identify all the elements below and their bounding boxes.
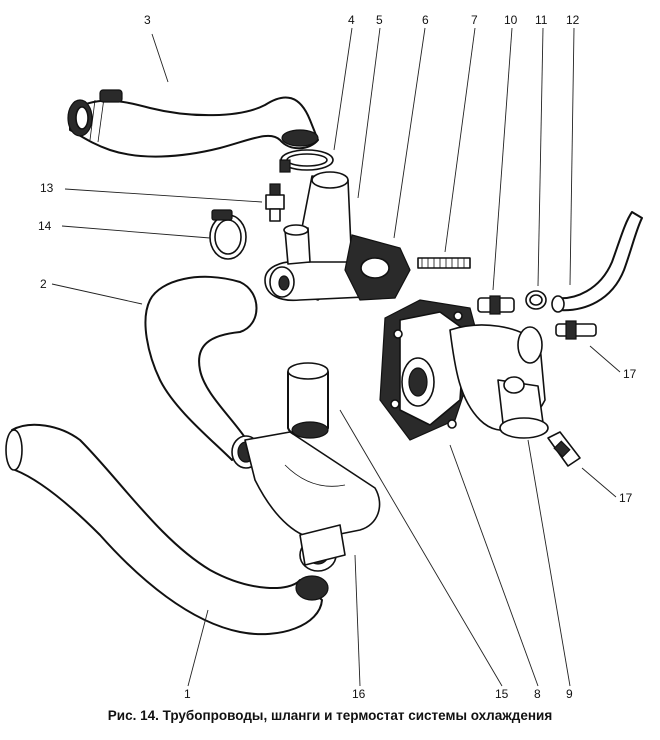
- pipe-16: [244, 431, 381, 572]
- figure-caption: Рис. 14. Трубопроводы, шланги и термоста…: [107, 708, 553, 723]
- callout-12: 12: [566, 13, 580, 27]
- leader-7: [444, 27, 476, 253]
- leader-1: [187, 609, 209, 687]
- leader-11: [537, 27, 544, 287]
- leader-17b: [581, 467, 617, 498]
- callout-1: 1: [184, 687, 191, 701]
- leader-8: [449, 444, 539, 687]
- callout-4: 4: [348, 13, 355, 27]
- leader-4: [333, 27, 353, 151]
- clamp-4: [279, 149, 334, 173]
- callout-15: 15: [495, 687, 509, 701]
- leader-6: [393, 27, 426, 239]
- callout-10: 10: [504, 13, 518, 27]
- hose-15: [287, 362, 329, 439]
- callout-17-lower: 17: [619, 491, 633, 505]
- callout-6: 6: [422, 13, 429, 27]
- leader-lines: [51, 27, 621, 687]
- leader-12: [569, 27, 575, 286]
- callout-11: 11: [535, 13, 548, 27]
- callout-8: 8: [534, 687, 541, 701]
- clamp-11: [525, 290, 547, 310]
- hose-3: [67, 89, 319, 158]
- callout-7: 7: [471, 13, 478, 27]
- callout-14: 14: [38, 219, 52, 233]
- sensor-13: [265, 183, 285, 222]
- callout-3: 3: [144, 13, 151, 27]
- thermostat-body-9: [449, 324, 549, 439]
- hose-2: [144, 275, 261, 469]
- leader-15: [339, 409, 503, 687]
- leader-17a: [589, 345, 621, 373]
- gasket-6: [344, 234, 411, 301]
- leader-13: [64, 188, 263, 203]
- callout-16: 16: [352, 687, 366, 701]
- callout-13: 13: [40, 181, 54, 195]
- leader-9: [527, 439, 571, 687]
- fitting-17-upper: [555, 320, 597, 340]
- leader-16: [354, 554, 361, 687]
- clamp-14: [209, 209, 247, 260]
- leader-5: [357, 27, 381, 199]
- leader-14: [61, 225, 211, 239]
- callout-5: 5: [376, 13, 383, 27]
- hose-12: [551, 211, 643, 313]
- leader-2: [51, 283, 143, 305]
- hose-1: [5, 423, 329, 636]
- callout-9: 9: [566, 687, 573, 701]
- fitting-10: [477, 295, 515, 315]
- callout-2: 2: [40, 277, 47, 291]
- fitting-17-lower: [547, 431, 581, 467]
- callout-17-upper: 17: [623, 367, 637, 381]
- leader-10: [492, 27, 513, 291]
- leader-3: [151, 33, 169, 83]
- stud-7: [417, 257, 471, 269]
